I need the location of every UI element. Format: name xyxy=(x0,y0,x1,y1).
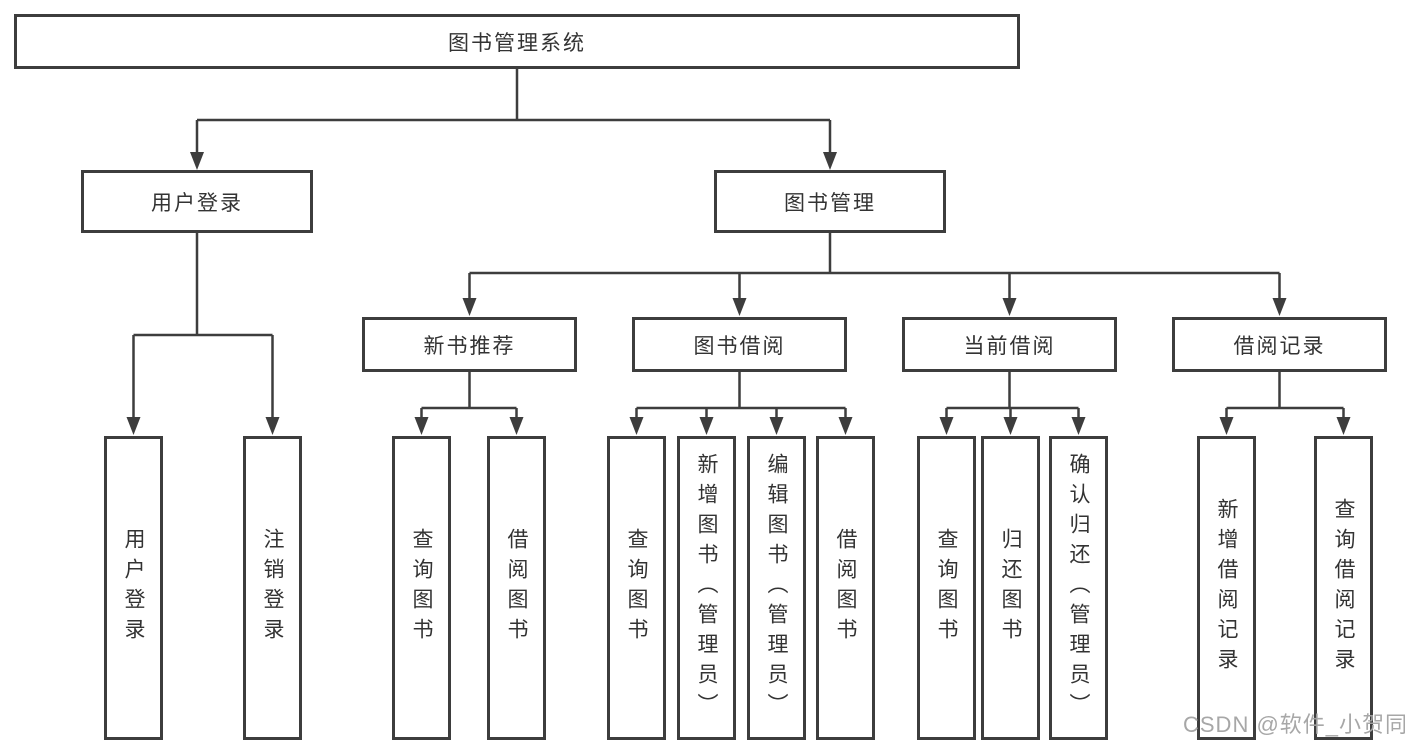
leaf-logout-label: 注销登录 xyxy=(261,528,284,648)
leaf-return-book-label: 归还图书 xyxy=(999,528,1022,648)
leaf-recommend-query-book: 查询图书 xyxy=(392,436,451,740)
leaf-edit-book-admin: 编辑图书（管理员） xyxy=(747,436,806,740)
node-book-borrow-label: 图书借阅 xyxy=(693,334,786,358)
leaf-borrow-borrow-book: 借阅图书 xyxy=(816,436,875,740)
leaf-recommend-borrow-book-label: 借阅图书 xyxy=(505,528,528,648)
node-borrow-record-label: 借阅记录 xyxy=(1233,334,1326,358)
csdn-watermark: CSDN @软件_小贺同学 xyxy=(1183,712,1405,737)
node-root-label: 图书管理系统 xyxy=(448,31,586,55)
leaf-query-borrow-record-label: 查询借阅记录 xyxy=(1332,498,1355,678)
leaf-recommend-query-book-label: 查询图书 xyxy=(410,528,433,648)
leaf-edit-book-admin-label: 编辑图书（管理员） xyxy=(765,453,788,723)
node-current-borrow-label: 当前借阅 xyxy=(963,334,1056,358)
leaf-add-borrow-record-label: 新增借阅记录 xyxy=(1215,498,1238,678)
leaf-logout: 注销登录 xyxy=(243,436,302,740)
leaf-borrow-query-book: 查询图书 xyxy=(607,436,666,740)
node-book-borrow: 图书借阅 xyxy=(632,317,847,372)
leaf-user-login-label: 用户登录 xyxy=(122,528,145,648)
leaf-borrow-borrow-book-label: 借阅图书 xyxy=(834,528,857,648)
node-root: 图书管理系统 xyxy=(14,14,1020,69)
node-new-book-recommend: 新书推荐 xyxy=(362,317,577,372)
node-book-management: 图书管理 xyxy=(714,170,946,233)
node-borrow-record: 借阅记录 xyxy=(1172,317,1387,372)
node-current-borrow: 当前借阅 xyxy=(902,317,1117,372)
leaf-current-query-book-label: 查询图书 xyxy=(935,528,958,648)
leaf-add-borrow-record: 新增借阅记录 xyxy=(1197,436,1256,740)
leaf-confirm-return-admin: 确认归还（管理员） xyxy=(1049,436,1108,740)
leaf-user-login: 用户登录 xyxy=(104,436,163,740)
leaf-confirm-return-admin-label: 确认归还（管理员） xyxy=(1067,453,1090,723)
leaf-add-book-admin-label: 新增图书（管理员） xyxy=(695,453,718,723)
leaf-add-book-admin: 新增图书（管理员） xyxy=(677,436,736,740)
leaf-query-borrow-record: 查询借阅记录 xyxy=(1314,436,1373,740)
leaf-current-query-book: 查询图书 xyxy=(917,436,976,740)
node-book-management-label: 图书管理 xyxy=(784,191,876,215)
leaf-return-book: 归还图书 xyxy=(981,436,1040,740)
leaf-borrow-query-book-label: 查询图书 xyxy=(625,528,648,648)
node-user-login-label: 用户登录 xyxy=(151,191,243,215)
node-user-login: 用户登录 xyxy=(81,170,313,233)
node-new-book-recommend-label: 新书推荐 xyxy=(423,334,516,358)
leaf-recommend-borrow-book: 借阅图书 xyxy=(487,436,546,740)
